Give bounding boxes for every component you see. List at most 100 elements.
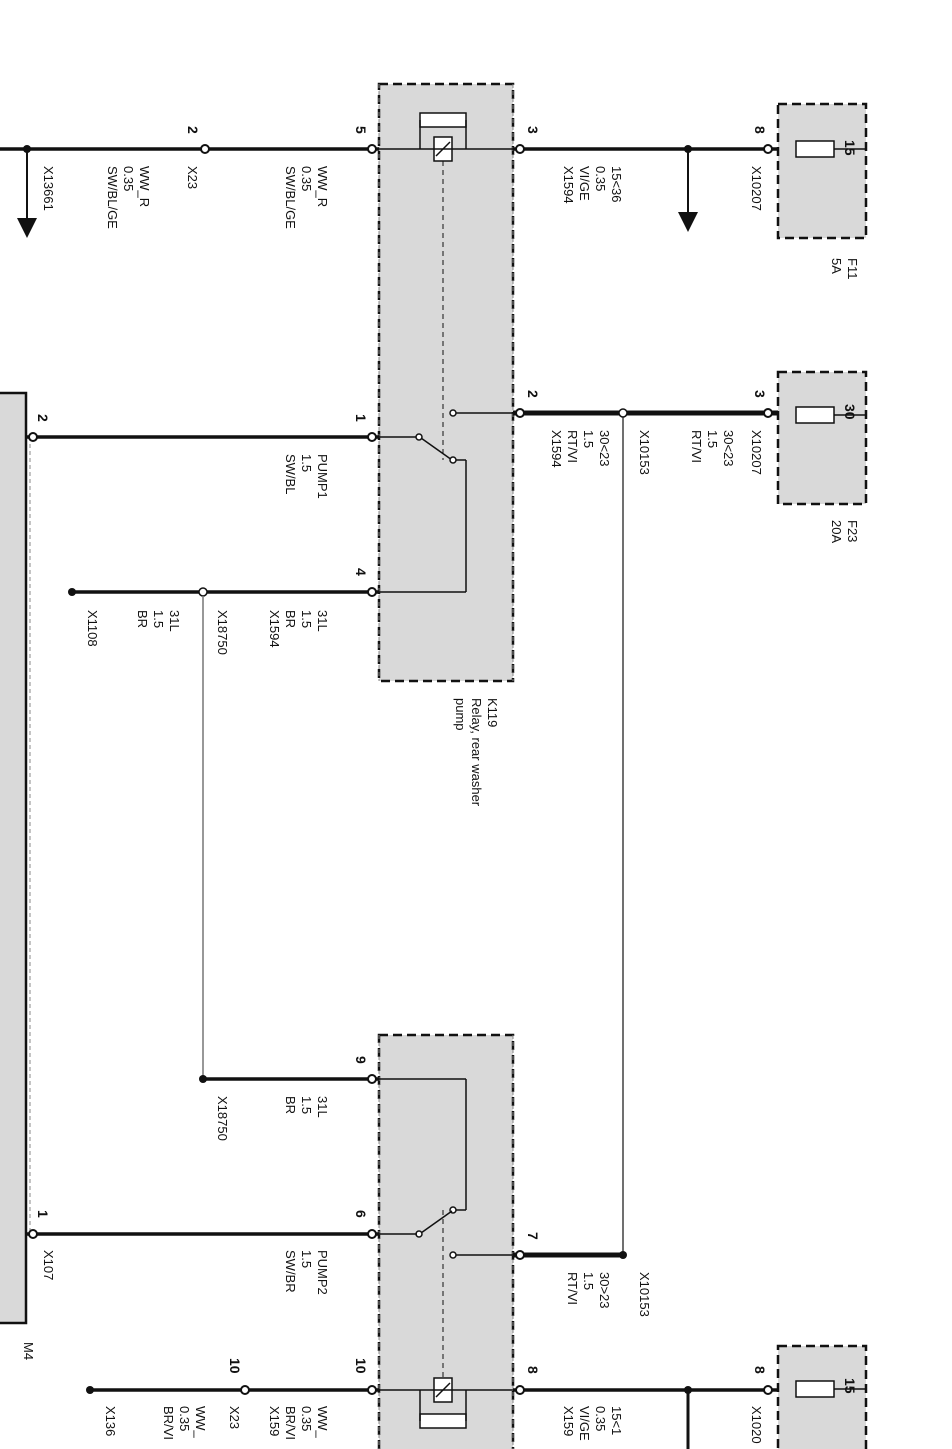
splice-x18750-top: X18750 — [215, 610, 230, 655]
wire-label-line: VI/GE — [577, 1406, 592, 1441]
wire-label-line: 0.35 — [299, 166, 314, 191]
wire-label-line: 31L — [167, 610, 182, 631]
fuse-f11-icon — [795, 140, 835, 158]
connector-x107: X107 — [41, 1250, 56, 1280]
wire-label-line: RT/VI — [689, 430, 704, 463]
relay1-pin-1: 1 — [353, 414, 369, 422]
wire-label-line: 0.35 — [299, 1406, 314, 1431]
wire-relay2-pin7 — [513, 1250, 627, 1260]
wire-label-line: PUMP1 — [315, 454, 330, 499]
wire-relay-pin5-left — [0, 144, 379, 238]
x23-pin-2: 2 — [185, 126, 201, 134]
wire-label-line: 0.35 — [121, 166, 136, 191]
relay1-pin-3: 3 — [525, 126, 541, 134]
splice-x13661: X13661 — [41, 166, 56, 211]
svg-text:30>23 1.5 RT/V: 30>23 1.5 RT/VI — [565, 1272, 612, 1312]
wire-label-line: 1.5 — [705, 430, 720, 448]
wire-label-line: VI/GE — [577, 166, 592, 201]
motor-m4: M4 — [0, 391, 36, 1360]
svg-text:31L 1.5 BR: 31L 1.5 BR X1594 — [267, 610, 330, 648]
fuse-f11: 15 F11 5A — [776, 102, 868, 279]
ground-x1108: X1108 — [85, 610, 100, 647]
wire-relay2-pin9 — [199, 1074, 379, 1084]
wire-label-line: 1.5 — [151, 610, 166, 628]
fuse-f23-id: F23 — [845, 520, 860, 542]
fuse-f23-pin: 3 — [752, 390, 768, 398]
fuse-f11-terminal: 15 — [842, 140, 858, 156]
wire-label-line: 31L — [315, 1096, 330, 1117]
svg-text:WW_R 0.35 SW/B: WW_R 0.35 SW/BL/GE — [105, 166, 152, 229]
svg-text:PUMP1 1.5 SW/B: PUMP1 1.5 SW/BL — [283, 454, 330, 502]
svg-text:PUMP2 1.5 SW/B: PUMP2 1.5 SW/BR — [283, 1250, 330, 1298]
fuse-bottom-pin: 8 — [752, 1366, 768, 1374]
wire-ground-pin4 — [68, 587, 379, 1079]
wire-label-line: PUMP2 — [315, 1250, 330, 1295]
relay2-pin-9: 9 — [353, 1056, 369, 1064]
wire-label-line: X159 — [267, 1406, 282, 1436]
wire-label-line: BR/VI — [283, 1406, 298, 1440]
wire-label-line: X1594 — [549, 430, 564, 468]
wire-label-line: X159 — [561, 1406, 576, 1436]
fuse-f23-conn: X10207 — [749, 430, 764, 475]
fuse-bottom-conn: X1020 — [749, 1406, 764, 1444]
wire-label-line: 1.5 — [299, 1250, 314, 1268]
pin-numbers: 5 3 2 1 4 8 3 8 2 2 1 9 6 7 8 10 10 — [35, 126, 768, 1374]
wire-label-line: 1.5 — [299, 1096, 314, 1114]
wire-pump2 — [26, 1229, 379, 1239]
motor-pin-1: 1 — [35, 1210, 51, 1218]
wire-label-line: 15<36 — [609, 166, 624, 203]
splice-x18750-bottom: X18750 — [215, 1096, 230, 1141]
svg-text:15<36 0.35 VI/: 15<36 0.35 VI/GE X1594 — [561, 166, 624, 206]
wire-label-line: 0.35 — [593, 166, 608, 191]
fuse-f11-id: F11 — [845, 258, 860, 279]
fuse-f11-rating: 5A — [829, 258, 844, 274]
relay-2-diode-icon — [419, 1413, 467, 1429]
wire-label-line: WW_R — [315, 166, 330, 207]
relay-2 — [377, 1033, 515, 1449]
splice-x10153-bottom: X10153 — [637, 1272, 652, 1317]
wire-label-line: SW/BR — [283, 1250, 298, 1293]
svg-text:30<23 1.5 RT/V: 30<23 1.5 RT/VI X1594 — [549, 430, 612, 470]
wire-label-line: 1.5 — [299, 454, 314, 472]
fuse-f23-terminal: 30 — [842, 404, 858, 420]
fuse-f23: 30 F23 20A — [776, 370, 868, 543]
relay2-pin-6: 6 — [353, 1210, 369, 1218]
relay-k119: K119 Relay, rear washer pump — [377, 82, 515, 807]
fuse-f23-icon — [795, 406, 835, 424]
x23-pin-10: 10 — [227, 1358, 243, 1374]
wire-labels: X10207 15<36 0.35 VI/GE X1594 X10207 30<… — [41, 166, 764, 1444]
wire-label-line: BR — [283, 1096, 298, 1114]
fuse-f23-rating: 20A — [829, 520, 844, 543]
relay1-pin-5: 5 — [353, 126, 369, 134]
wire-label-line: SW/BL/GE — [105, 166, 120, 229]
fuse-bottom-terminal: 15 — [842, 1378, 858, 1394]
motor-m4-id: M4 — [21, 1342, 36, 1360]
wire-label-line: 0.35 — [593, 1406, 608, 1431]
wire-label-line: 1.5 — [581, 430, 596, 448]
wire-label-line: WW_ — [315, 1406, 330, 1439]
fuse-f11-conn: X10207 — [749, 166, 764, 211]
wire-label-line: 31L — [315, 610, 330, 631]
motor-pin-2: 2 — [35, 414, 51, 422]
wire-label-line: BR — [135, 610, 150, 628]
wire-label-line: 30<23 — [597, 430, 612, 467]
connector-x23-bottom: X23 — [227, 1406, 242, 1429]
splice-x10153-top: X10153 — [637, 430, 652, 475]
wire-label-line: WW_ — [193, 1406, 208, 1439]
splice-x136-bottom: X136 — [103, 1406, 118, 1436]
wire-label-line: WW_R — [137, 166, 152, 207]
relay-k119-id: K119 — [485, 698, 500, 727]
wire-label-line: X1594 — [561, 166, 576, 204]
wire-label-line: X1594 — [267, 610, 282, 648]
svg-text:31L 1.5 BR: 31L 1.5 BR — [135, 610, 182, 635]
wire-label-line: 15<1 — [609, 1406, 624, 1435]
wire-label-line: 30<23 — [721, 430, 736, 467]
relay1-pin-2: 2 — [525, 390, 541, 398]
wire-label-line: 1.5 — [299, 610, 314, 628]
svg-text:WW_R 0.35 SW/B: WW_R 0.35 SW/BL/GE — [283, 166, 330, 229]
wire-label-line: BR — [283, 610, 298, 628]
wire-label-line: SW/BL/GE — [283, 166, 298, 229]
svg-text:WW_ 0.35 BR/VI: WW_ 0.35 BR/VI — [161, 1406, 208, 1441]
svg-text:30<23 1.5 RT/V: 30<23 1.5 RT/VI — [689, 430, 736, 470]
